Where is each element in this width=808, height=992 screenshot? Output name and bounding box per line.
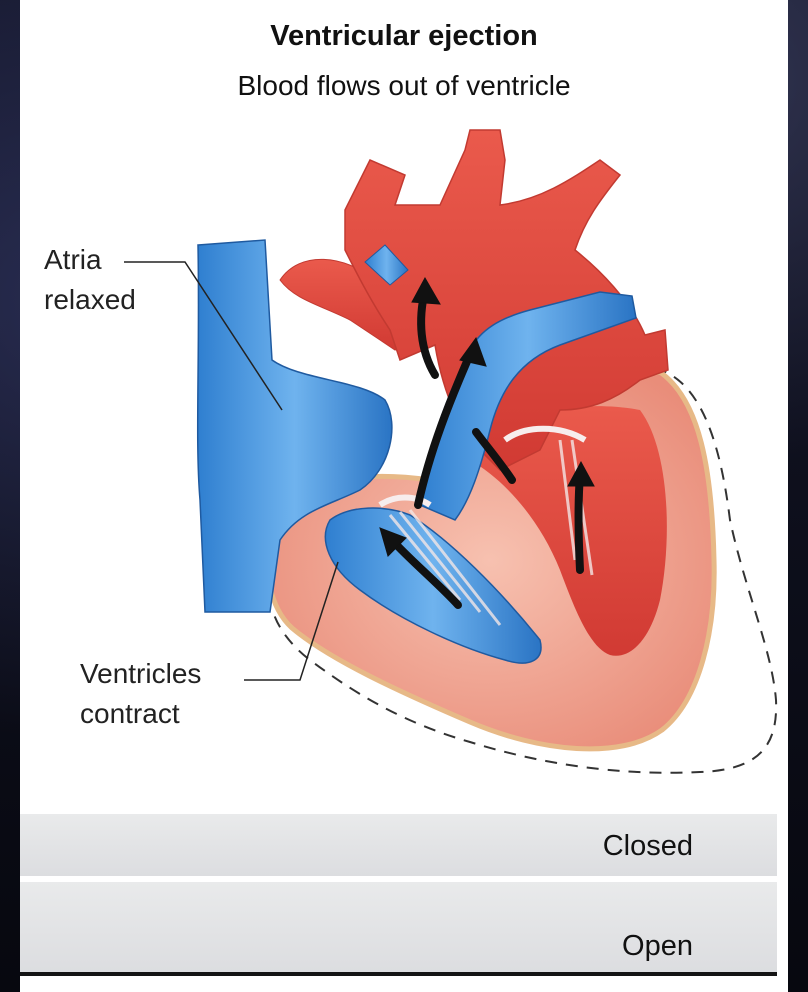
ventricles-label-line1: Ventricles: [80, 654, 201, 694]
ventricles-label-line2: contract: [80, 694, 201, 734]
valve-row-open: Open: [20, 882, 777, 972]
ventricles-label: Ventricles contract: [80, 654, 201, 734]
valve-status-closed: Closed: [603, 830, 693, 863]
atria-label: Atria relaxed: [44, 240, 136, 320]
valve-status-open: Open: [622, 930, 693, 963]
atria-label-line1: Atria: [44, 240, 136, 280]
atria-label-line2: relaxed: [44, 280, 136, 320]
valve-row-closed: Closed: [20, 814, 777, 876]
table-rule: [20, 972, 777, 976]
